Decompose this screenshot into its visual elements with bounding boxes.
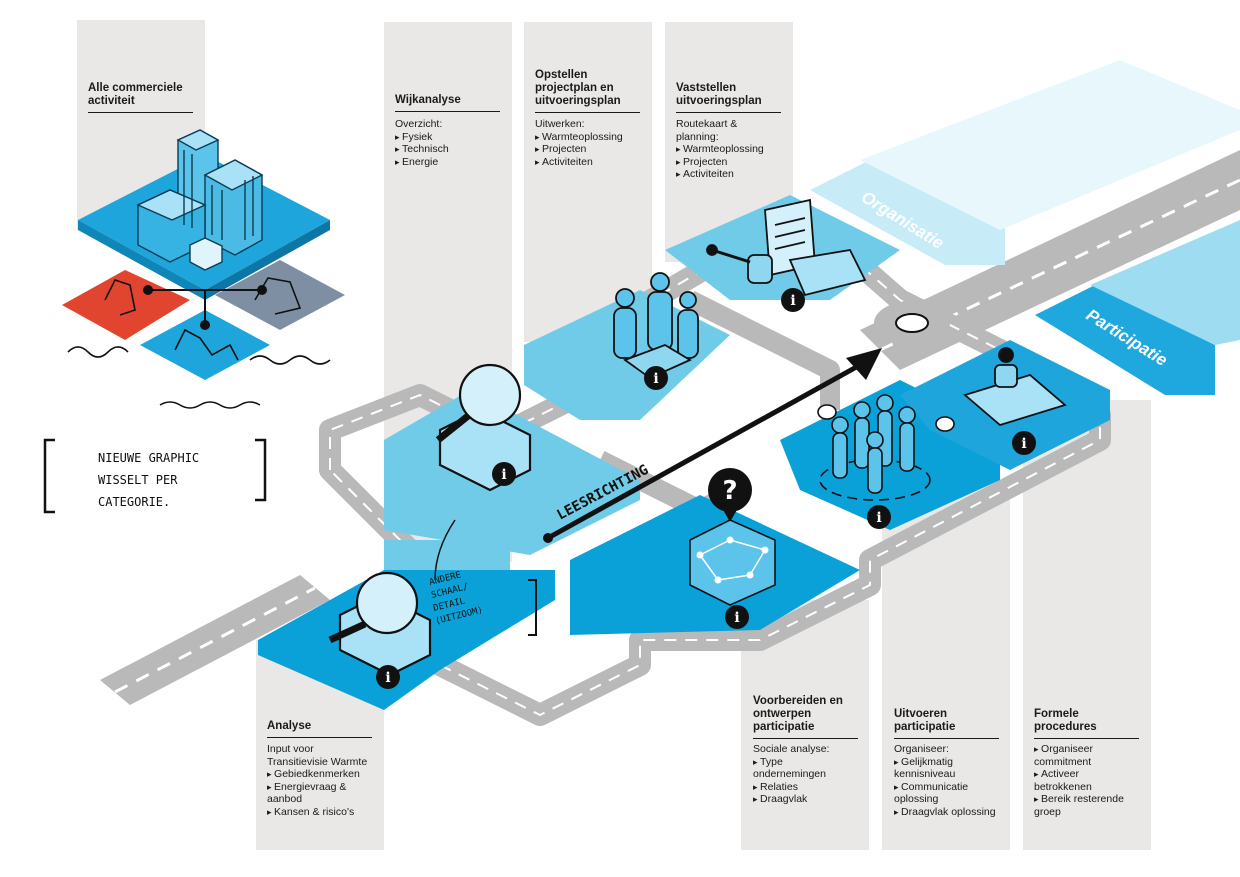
magnifier-icon (435, 363, 532, 492)
svg-text:i: i (653, 371, 658, 387)
info-icon[interactable]: i (725, 605, 749, 629)
svg-text:i: i (876, 510, 881, 526)
column-title-voorbereiden: Voorbereiden en ontwerpen participatie (753, 695, 858, 739)
buildings-icon (136, 129, 264, 271)
plate-slate (215, 260, 345, 330)
column-title-wijkanalyse: Wijkanalyse (395, 94, 500, 112)
info-icon[interactable]: i (867, 505, 891, 529)
svg-text:i: i (734, 610, 739, 626)
svg-text:i: i (790, 293, 795, 309)
column-bg-opstellen (524, 22, 652, 342)
svg-text:i: i (501, 467, 506, 483)
column-title-commercial: Alle commerciele activiteit (88, 82, 193, 113)
info-icon[interactable]: i (492, 462, 516, 486)
column-title-vaststellen: Vaststellen uitvoeringsplan (676, 82, 781, 113)
question-icon: ? (708, 468, 752, 522)
column-body-vaststellen: Routekaart & planning: Warmteoplossing P… (676, 118, 764, 181)
column-title-formele: Formele procedures (1034, 708, 1139, 739)
column-title-opstellen: Opstellen projectplan en uitvoeringsplan (535, 69, 640, 113)
column-body-uitvoeren: Organiseer: Gelijkmatig kennisniveau Com… (894, 743, 996, 819)
column-body-opstellen: Uitwerken: Warmteoplossing Projecten Act… (535, 118, 623, 168)
network-icon (689, 519, 776, 606)
column-body-wijkanalyse: Overzicht: Fysiek Technisch Energie (395, 118, 449, 168)
column-title-analyse: Analyse (267, 720, 372, 738)
sketch-doodles (67, 277, 331, 409)
connector-lines (143, 285, 267, 330)
svg-text:?: ? (722, 476, 737, 506)
meeting-icon (613, 272, 699, 380)
svg-text:i: i (1021, 436, 1026, 452)
note-line-1: NIEUWE GRAPHIC (98, 451, 199, 465)
column-body-analyse: Input voor Transitievisie Warmte Gebiedk… (267, 743, 367, 819)
roundabout-icon (874, 301, 950, 345)
note-line-3: CATEGORIE. (98, 495, 170, 509)
stamp-icon (963, 347, 1067, 427)
column-body-voorbereiden: Sociale analyse: Type ondernemingen Rela… (753, 743, 829, 806)
handwritten-note: NIEUWE GRAPHIC WISSELT PER CATEGORIE. (43, 438, 267, 514)
column-title-uitvoeren: Uitvoeren participatie (894, 708, 999, 739)
info-icon[interactable]: i (376, 665, 400, 689)
magnifier-icon (328, 571, 432, 677)
people-icon (817, 394, 955, 501)
reading-direction-arrow (543, 348, 882, 543)
column-body-formele: Organiseer commitment Activeer betrokken… (1034, 743, 1124, 819)
info-icon[interactable]: i (781, 288, 805, 312)
note-line-2: WISSELT PER (98, 473, 178, 487)
svg-text:i: i (385, 670, 390, 686)
document-stamp-icon (706, 198, 867, 297)
plate-red (62, 270, 190, 340)
info-icon[interactable]: i (644, 366, 668, 390)
info-icon[interactable]: i (1012, 431, 1036, 455)
main-road (100, 150, 1240, 705)
